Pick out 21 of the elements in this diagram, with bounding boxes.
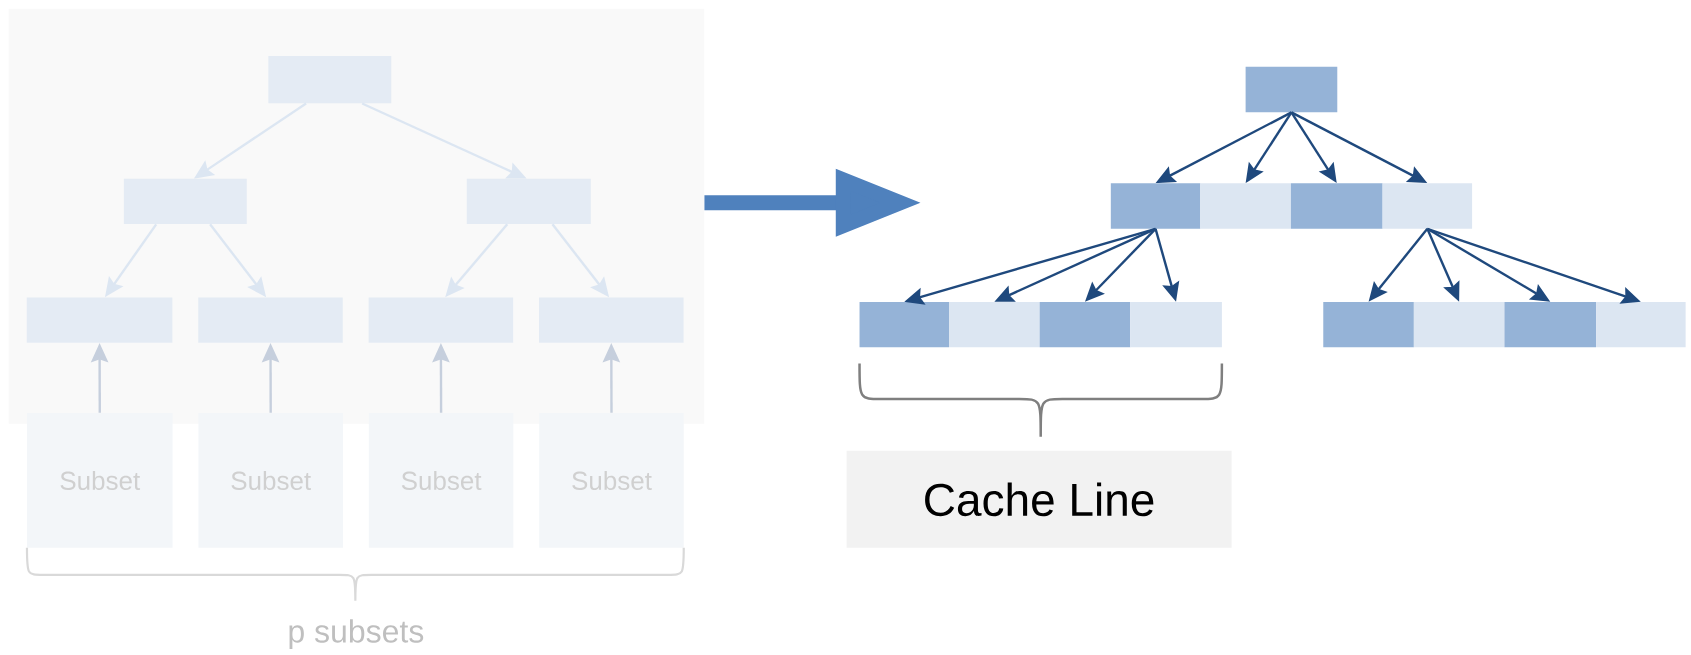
cache-line-cell xyxy=(1413,302,1505,348)
cache-line-cell xyxy=(1110,183,1201,229)
tree-node-box xyxy=(123,179,247,225)
cache-line-cell xyxy=(1200,183,1291,229)
cache-line-cell xyxy=(1130,302,1222,348)
cache-line-cell xyxy=(859,302,950,348)
brace-label: p subsets xyxy=(289,619,424,650)
cache-line-cell xyxy=(1039,302,1131,348)
cache-line-cell xyxy=(1290,183,1383,229)
tree-node-box xyxy=(26,297,173,343)
tree-node-box xyxy=(539,297,684,343)
cache-line-cell xyxy=(1596,302,1686,348)
tree-node-box xyxy=(368,297,514,343)
cache-line-cell xyxy=(1323,302,1414,348)
cache-line-cell xyxy=(1382,183,1473,229)
cache-line-cell xyxy=(949,302,1040,348)
tree-node-box xyxy=(466,179,591,225)
cache-line-cell xyxy=(1245,67,1338,113)
tree-node-box xyxy=(268,56,392,104)
tree-node-box xyxy=(198,297,343,343)
cache-line-cell xyxy=(1504,302,1597,348)
